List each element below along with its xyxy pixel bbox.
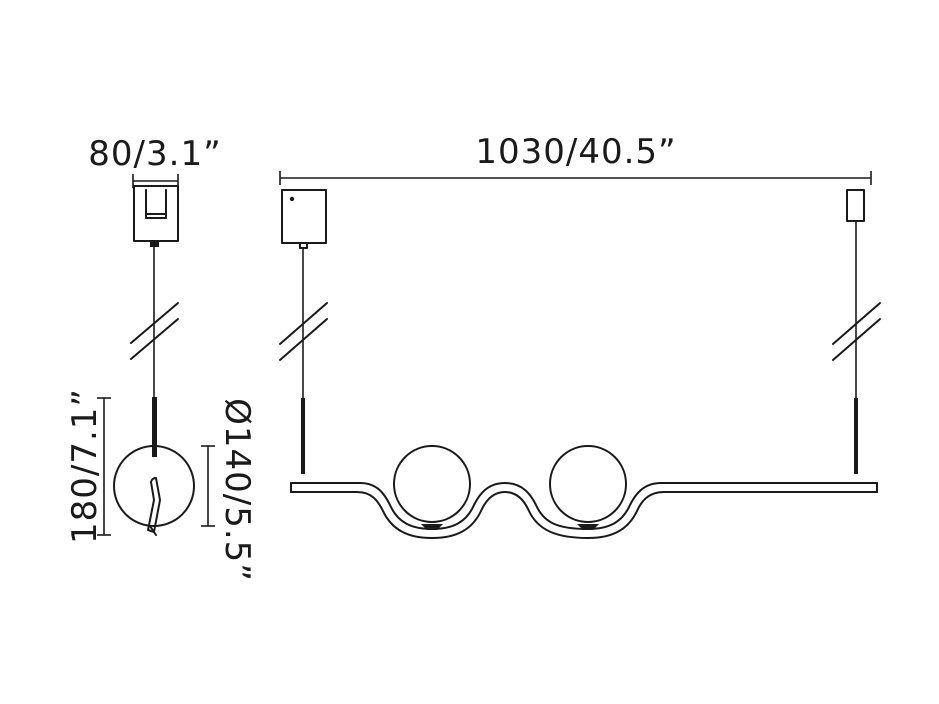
front-left-canopy [281,189,327,249]
canopy-width-label: 80/3.1” [88,134,221,174]
globe-diameter-label: Ø140/5.5” [217,398,257,582]
front-globe-right [549,445,627,530]
wavy-bar [290,482,878,539]
canopy-width-dimension: 80/3.1” [88,134,221,188]
front-globe-left [393,445,471,530]
front-right-canopy [846,189,865,222]
height-dimension: 180/7.1” [65,388,111,544]
side-canopy [133,185,179,247]
side-cable [130,247,179,398]
globe-diameter-dimension: Ø140/5.5” [201,398,257,582]
front-view: 1030/40.5” [279,132,881,539]
overall-length-dimension: 1030/40.5” [279,132,872,185]
side-view: 80/3.1” 180/7.1” [65,134,257,582]
front-left-cable [279,248,328,474]
overall-length-label: 1030/40.5” [475,132,676,172]
side-globe-assembly [113,397,195,536]
height-label: 180/7.1” [65,388,105,544]
front-right-cable [832,221,881,474]
